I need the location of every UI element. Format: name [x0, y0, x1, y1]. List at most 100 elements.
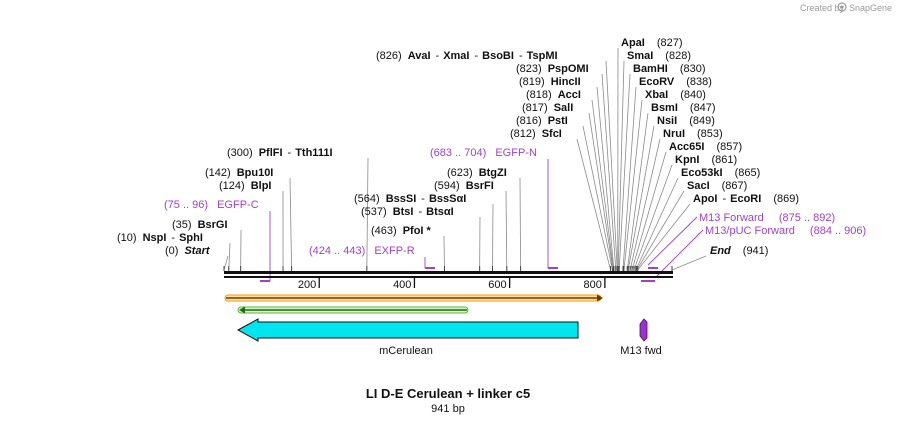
site-label-hincii[interactable]: (819)HincII [519, 76, 581, 88]
primer-leader-m13-puc-forward [654, 229, 704, 279]
site-label-nsii[interactable]: NsiI(849) [657, 115, 715, 127]
site-position: (830) [680, 63, 706, 75]
primer-label-egfp-n[interactable]: (683 .. 704) EGFP-N [430, 147, 537, 159]
primer-label-egfp-c[interactable]: (75 .. 96) EGFP-C [164, 199, 259, 211]
site-label-bsmi[interactable]: BsmI(847) [651, 102, 716, 114]
site-label-apoi[interactable]: ApoI-EcoRI(869) [693, 193, 799, 205]
site-position: (838) [686, 76, 712, 88]
site-name: ApaI [621, 37, 645, 49]
site-position: (812) [510, 128, 536, 140]
site-label-bsrfi[interactable]: (594)BsrFI [434, 180, 494, 192]
site-label-nspi[interactable]: (10)NspI-SphI [117, 232, 203, 244]
watermark-brand: SnapGene [849, 3, 892, 13]
site-name: BssSαI [429, 193, 466, 205]
primer-labels: (75 .. 96) EGFP-C (424 .. 443) EXFP-R (6… [164, 147, 866, 257]
site-name: XmaI [443, 50, 469, 62]
site-label-ecorv[interactable]: EcoRV (838) [639, 76, 712, 88]
leader-line-nspi [228, 242, 231, 271]
site-position: (826) [376, 50, 402, 62]
site-label-eco53ki[interactable]: Eco53kI(865) [681, 167, 760, 179]
site-name: PfoI * [403, 225, 432, 237]
orf-forward-arrow[interactable] [224, 294, 603, 302]
site-name: AccI [558, 89, 581, 101]
site-label-bsrgi[interactable]: (35) BsrGI [172, 219, 228, 231]
site-label-blpi[interactable]: (124)BlpI [219, 180, 271, 192]
site-label-pflfi[interactable]: (300)PflFI-Tth111I [227, 147, 333, 159]
site-position: (10) [117, 232, 137, 244]
leader-line-psti [582, 125, 613, 271]
leader-line-smai [617, 60, 625, 271]
site-position: (0) [165, 245, 178, 257]
leader-line-eco53ki [635, 177, 679, 271]
site-name: EcoRI [730, 193, 761, 205]
site-label-sali[interactable]: (817)SalI [522, 102, 573, 114]
leader-line-end [671, 255, 707, 271]
primer-label-m13-forward[interactable]: M13 Forward (875 .. 892) [699, 212, 835, 224]
site-separator: - [722, 193, 726, 205]
primer-leader-m13-forward [647, 216, 698, 266]
site-name: AvaI [408, 50, 431, 62]
site-position: (857) [716, 141, 742, 153]
feature-mcerulean[interactable] [236, 318, 579, 342]
site-name: EcoRV [639, 76, 675, 88]
leader-line-acc65i [631, 151, 667, 271]
site-label-psti[interactable]: (816)PstI [516, 115, 568, 127]
site-name: PflFI [259, 147, 283, 159]
site-position: (847) [690, 102, 716, 114]
site-name: SalI [554, 102, 574, 114]
site-label-sfci[interactable]: (812)SfcI [510, 128, 562, 140]
feature-m13-fwd[interactable] [639, 318, 648, 342]
site-label-start[interactable]: (0)Start [165, 245, 211, 257]
primer-name: EGFP-N [495, 147, 537, 159]
site-position: (564) [354, 193, 380, 205]
leader-line-pspomi [601, 73, 617, 271]
tick-label-600: 600 [488, 279, 506, 291]
site-name: SacI [687, 180, 710, 192]
site-label-btsi[interactable]: (537)BtsI-BtsαI [361, 206, 454, 218]
primer-range: (875 .. 892) [779, 212, 835, 224]
site-label-smai[interactable]: SmaI(828) [627, 50, 691, 62]
site-name: SmaI [627, 50, 653, 62]
site-name: XbaI [645, 89, 668, 101]
site-label-apai[interactable]: ApaI (827) [621, 37, 683, 49]
site-label-bpu10i[interactable]: (142)Bpu10I [205, 167, 273, 179]
site-name: BamHI [633, 63, 668, 75]
site-separator: - [418, 206, 422, 218]
leader-line-bamhi [618, 73, 631, 271]
sequence-backbone [224, 271, 673, 278]
leader-line-hincii [596, 86, 615, 271]
leader-line-nrui [629, 138, 661, 271]
site-label-acci[interactable]: (818) AccI [526, 89, 581, 101]
site-separator: - [474, 50, 478, 62]
site-label-kpni[interactable]: KpnI(861) [675, 154, 737, 166]
site-separator: - [519, 50, 523, 62]
site-label-nrui[interactable]: NruI(853) [663, 128, 723, 140]
site-position: (853) [697, 128, 723, 140]
site-position: (35) [172, 219, 192, 231]
site-name: BsrGI [198, 219, 228, 231]
site-label-bamhi[interactable]: BamHI (830) [633, 63, 706, 75]
site-name: Tth111I [295, 147, 332, 159]
orf-reverse-arrow[interactable] [237, 306, 469, 314]
site-position: (818) [526, 89, 552, 101]
primer-label-m13-puc-forward[interactable]: M13/pUC Forward (884 .. 906) [705, 225, 866, 237]
site-label-pspomi[interactable]: (823)PspOMI [516, 63, 589, 75]
site-label-btgzi[interactable]: (623)BtgZI [447, 167, 507, 179]
primer-label-exfp-r[interactable]: (424 .. 443) EXFP-R [309, 245, 415, 257]
site-position: (463) [371, 225, 397, 237]
site-position: (827) [657, 37, 683, 49]
site-label-pfoi[interactable]: (463) PfoI * [371, 225, 432, 237]
site-label-acc65i[interactable]: Acc65I(857) [669, 141, 742, 153]
site-position: (865) [735, 167, 761, 179]
site-name: BtgZI [479, 167, 507, 179]
site-label-avai[interactable]: (826)AvaI-XmaI-BsoBI-TspMI [376, 50, 558, 62]
site-name: TspMI [527, 50, 558, 62]
site-position: (124) [219, 180, 245, 192]
site-label-end[interactable]: End(941) [710, 245, 768, 257]
site-label-xbai[interactable]: XbaI(840) [645, 89, 706, 101]
site-position: (849) [689, 115, 715, 127]
site-label-bsssi[interactable]: (564)BssSI-BssSαI [354, 193, 466, 205]
site-position: (867) [722, 180, 748, 192]
site-label-saci[interactable]: SacI (867) [687, 180, 747, 192]
